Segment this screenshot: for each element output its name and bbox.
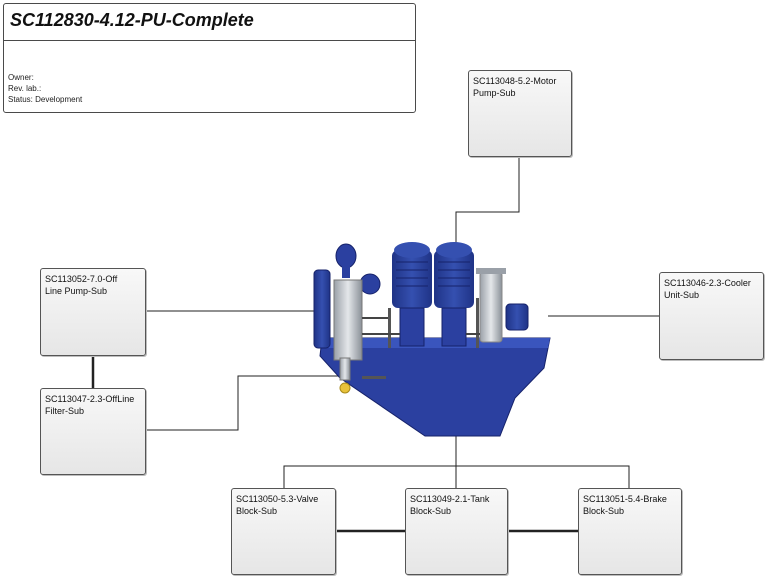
connector-brake-block [456,465,630,488]
rev-label: Rev. lab.: [8,84,42,93]
owner-label: Owner: [8,73,34,82]
node-motor-pump-line1: SC113048-5.2-Motor [473,76,557,86]
small-motor [505,303,529,331]
node-brake-block-sub[interactable]: SC113051-5.4-Brake Block-Sub [578,488,682,575]
node-cooler-unit-sub[interactable]: SC113046-2.3-Cooler Unit-Sub [659,272,764,360]
node-tank-line2: Block-Sub [410,506,452,516]
node-offline-filter-line2: Filter-Sub [45,406,85,416]
connector-motor-pump [455,156,520,245]
node-valve-block-line2: Block-Sub [236,506,278,516]
node-offline-filter-line1: SC113047-2.3-OffLine [45,394,135,404]
motor-right-body [434,250,474,308]
status-label: Status: Development [8,95,83,104]
node-motor-pump-sub[interactable]: SC113048-5.2-Motor Pump-Sub [468,70,572,157]
node-tank-line1: SC113049-2.1-Tank [410,494,490,504]
node-cooler-line1: SC113046-2.3-Cooler [664,278,751,288]
node-offline-pump-line1: SC113052-7.0-Off [45,274,118,284]
filter-column [313,269,331,349]
node-cooler-line2: Unit-Sub [664,290,700,300]
node-valve-block-sub[interactable]: SC113050-5.3-Valve Block-Sub [231,488,336,575]
motor-left-body [392,250,432,308]
diagram-title: SC112830-4.12-PU-Complete [10,10,254,30]
node-brake-block-line2: Block-Sub [583,506,625,516]
node-tank-block-sub[interactable]: SC113049-2.1-Tank Block-Sub [405,488,508,575]
cooler-shape [479,271,503,343]
title-block: SC112830-4.12-PU-Complete Owner: Rev. la… [3,3,416,113]
title-divider [4,40,415,41]
node-motor-pump-line2: Pump-Sub [473,88,516,98]
node-valve-block-line1: SC113050-5.3-Valve [236,494,319,504]
power-unit-image [313,242,551,437]
connector-offline-filter [146,375,345,431]
node-offline-pump-line2: Line Pump-Sub [45,286,108,296]
connector-valve-block [283,465,456,488]
title-meta: Owner: Rev. lab.: Status: Development [8,72,82,105]
node-offline-filter-sub[interactable]: SC113047-2.3-OffLine Filter-Sub [40,388,146,475]
node-brake-block-line1: SC113051-5.4-Brake [583,494,667,504]
valve-block-shape [333,279,363,361]
node-offline-pump-sub[interactable]: SC113052-7.0-Off Line Pump-Sub [40,268,146,356]
